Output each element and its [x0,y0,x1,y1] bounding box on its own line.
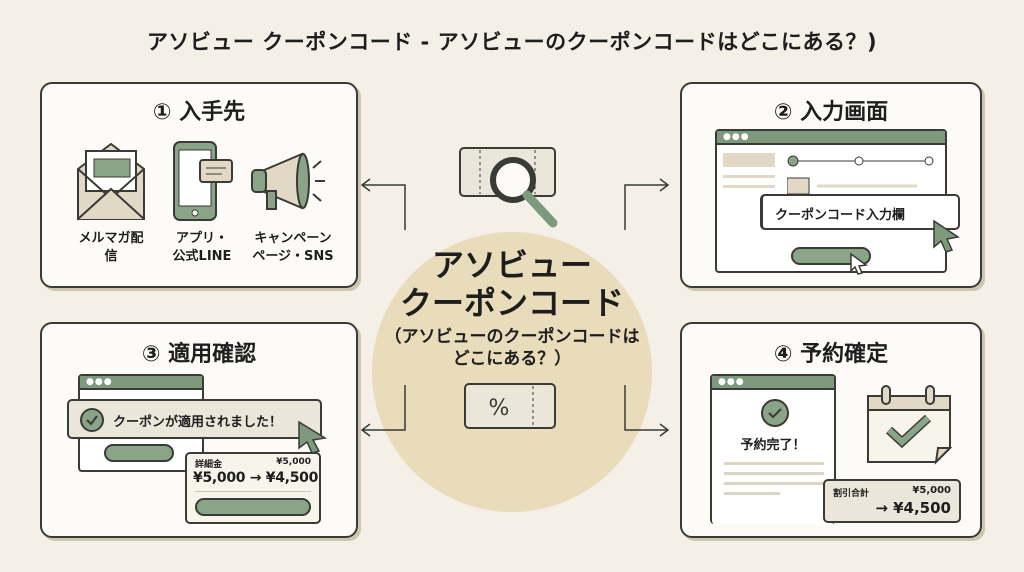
check-circle-icon [80,408,104,432]
step2-card: ② 入力画面 ●●● クーポンコード入力欄 [680,82,982,288]
source-campaign-label: キャンペーンページ・SNS [252,231,334,264]
page-title: アソビュー クーポンコード - アソビューのクーポンコードはどこにある？) [146,30,878,54]
total-new: → ¥4,500 [875,499,951,517]
confirmation-window: ●●● 予約完了！ [710,374,836,524]
cursor-icon [933,219,960,253]
step2-heading: ② 入力画面 [773,100,889,125]
price-panel: 詳細金 ¥5,000 ¥5,000 → ¥4,500 [185,452,321,524]
step1-card: ① 入手先 メルマガ配信 アプリ・公式LINE キャンペーンページ・SNS [40,82,358,288]
percent-ticket-icon: % [464,383,556,429]
step1-heading: ① 入手先 [152,100,246,125]
smartphone-icon [173,141,233,221]
step4-card: ④ 予約確定 ●●● 予約完了！ 割引合計 ¥5,000 → ¥4,500 [680,322,982,538]
step4-heading: ④ 予約確定 [773,342,889,367]
coupon-code-input[interactable]: クーポンコード入力欄 [760,194,960,230]
svg-text:%: % [489,396,510,421]
price-change: ¥5,000 → ¥4,500 [193,470,319,486]
cursor-icon [298,420,328,454]
envelope-icon [77,142,145,220]
cursor-icon [850,252,868,275]
center-subtitle-line1: （アソビューのクーポンコードは [384,327,640,347]
toast-text: クーポンが適用されました！ [113,415,283,430]
source-newsletter-label: メルマガ配信 [78,231,144,264]
apply-button[interactable] [104,444,174,462]
step3-card: ③ 適用確認 ●●● クーポンが適用されました！ 詳細金 ¥5,000 ¥5,0… [40,322,358,538]
center-title-line2: クーポンコード [399,284,624,322]
confirm-button[interactable] [195,498,311,516]
discount-total-panel: 割引合計 ¥5,000 → ¥4,500 [823,479,961,523]
megaphone-icon [251,152,325,210]
total-original: ¥5,000 [912,485,951,496]
price-label: 詳細金 [195,460,223,470]
booking-complete-text: 予約完了！ [740,438,806,453]
total-label: 割引合計 [833,489,870,499]
coupon-applied-toast: クーポンが適用されました！ [67,399,322,439]
source-app-line-label: アプリ・公式LINE [172,231,232,264]
check-circle-icon [761,399,789,427]
center-subtitle-line2: どこにある？） [452,349,572,369]
step3-heading: ③ 適用確認 [141,342,257,367]
center-title-line1: アソビュー [431,246,592,284]
price-original: ¥5,000 [276,457,311,467]
coupon-search-icon [459,147,558,228]
calendar-check-icon [867,385,953,465]
center-blob [372,232,652,512]
